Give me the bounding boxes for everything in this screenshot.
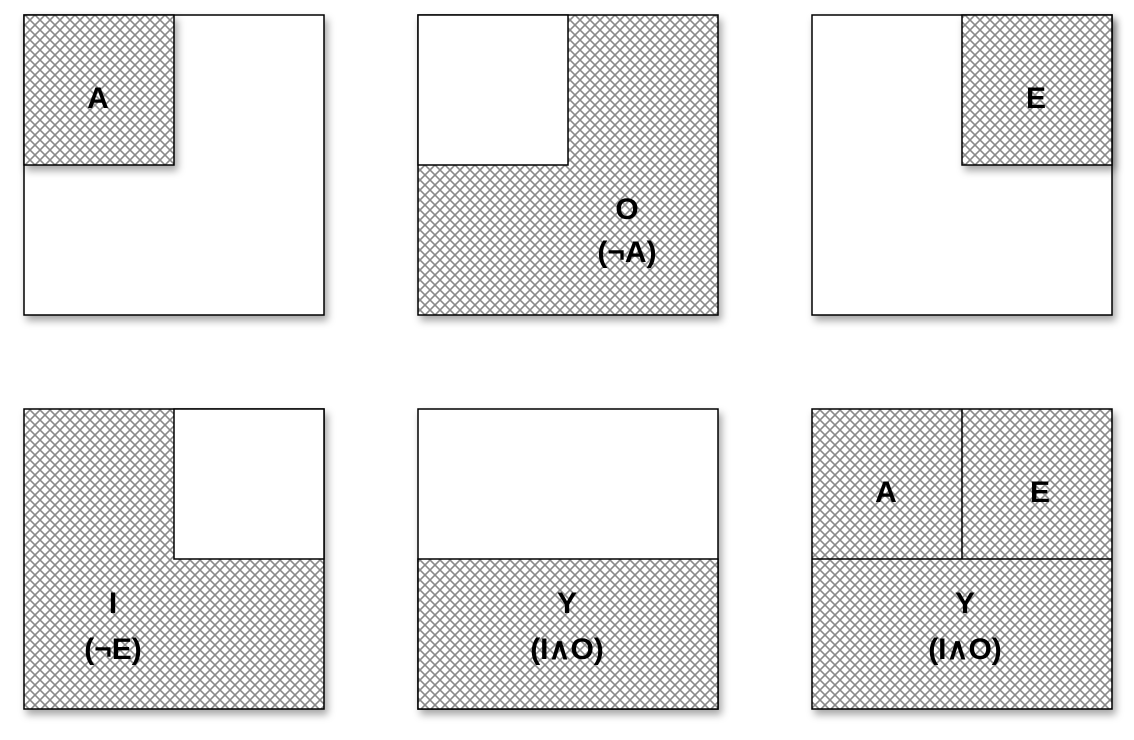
label-i: I [109,587,117,620]
panel-y: Y (I∧O) [417,408,719,710]
panel-a: A [23,14,325,316]
label-not-e: (¬E) [84,633,142,666]
region-not-a [417,14,569,166]
region-e [961,14,1113,166]
panel-e: E [811,14,1113,316]
label-y: Y [955,587,975,620]
panel-i: I (¬E) [23,408,325,710]
region-y [417,558,719,710]
region-not-e [173,408,325,560]
label-a: A [875,476,897,509]
panel-a-e-y: A E Y (I∧O) [811,408,1113,710]
panel-o: O (¬A) [417,14,719,316]
region-a [23,14,175,166]
label-y: Y [557,587,577,620]
label-e: E [1026,82,1046,115]
label-i-and-o: (I∧O) [928,633,1002,666]
label-a: A [87,82,109,115]
label-not-a: (¬A) [597,236,656,269]
label-e: E [1030,476,1050,509]
label-i-and-o: (I∧O) [530,633,604,666]
label-o: O [615,193,638,226]
